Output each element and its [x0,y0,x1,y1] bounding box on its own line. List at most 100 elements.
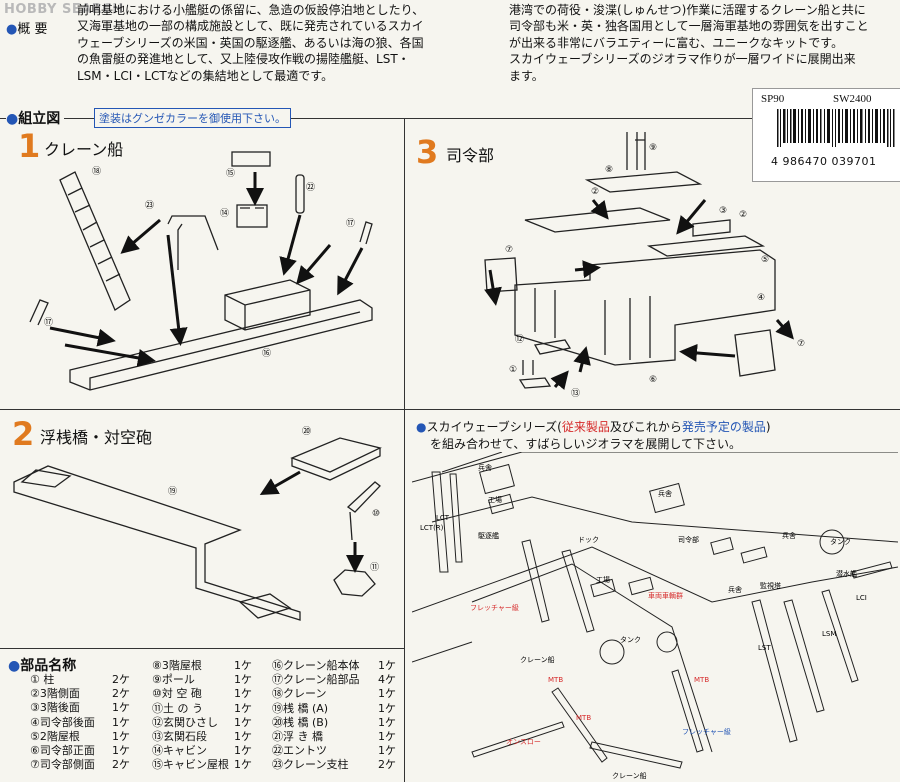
callout-5: ⑤ [761,255,769,265]
divider-parts [0,648,404,649]
hq-diagram: ⑧ ⑨ ② ③ ② ⑤ ⑦ ④ ⑦ ⑫ ⑥ ① ⑬ [484,132,805,399]
overview-right-text: 港湾での荷役・浚渫(しゅんせつ)作業に活躍するクレーン船と共に 司令部も米・英・… [509,3,869,83]
overview-left-text: 前哨基地における小艦艇の係留に、急造の仮設停泊地としたり、 又海軍基地の一部の構… [77,3,425,83]
paint-note: 塗装はグンゼカラーを御使用下さい。 [94,108,291,128]
aa-gun [346,481,381,541]
part-name: ⑯クレーン船本体 [272,659,360,672]
map-label-crane-2: クレーン船 [612,771,647,780]
step-3-number: 3 [416,133,439,171]
map-label-mtb-3: MTB [576,714,591,722]
callout-17: ⑰ [346,218,355,229]
divider-middle [0,409,900,410]
parts-row: ㉓クレーン支柱 2ケ [272,758,396,772]
part-qty: 4ケ [378,673,396,687]
map-label-vehicles: 車両車輌群 [648,591,683,600]
map-label-destroyer: 駆逐艦 [478,531,499,540]
callout-22: ㉒ [306,182,315,193]
pier-b-part [290,437,382,473]
part-name: ⑬玄関石段 [152,730,207,744]
callout-15: ⑮ [226,168,235,179]
part-qty: 1ケ [378,730,396,744]
part-name: ⑳桟 橋 (B) [272,715,329,729]
part-name: ⑦司令部側面 [30,758,95,772]
part-name: ⑧3階屋根 [152,659,202,672]
part-qty: 1ケ [234,744,252,758]
callout-17b: ⑰ [44,317,53,328]
part-qty: 1ケ [234,701,252,715]
part-qty: 1ケ [378,715,396,729]
part-name: ⑨ポール [152,673,195,687]
map-shoreline [431,452,898,543]
map-label-barracks-2: 兵舎 [658,489,672,498]
map-label-lci: LCI [856,594,867,602]
callout-8: ⑧ [605,165,613,175]
assembly-heading: ●組立図 [6,108,65,128]
funnel-part [295,174,305,214]
part-name: ⑲桟 橋 (A) [272,701,329,715]
parts-row: ⑲桟 橋 (A)1ケ [272,702,396,716]
part-name: ㉓クレーン支柱 [272,758,349,772]
callout-2: ② [591,187,599,197]
part-qty: 1ケ [112,701,130,715]
diorama-line2: を組み合わせて、すばらしいジオラマを展開して下さい。 [430,437,742,451]
part-name: ②3階側面 [30,687,80,701]
callout-2b: ② [739,210,747,220]
map-label-lsm: LSM [822,630,836,638]
map-label-lst: LST [758,644,771,652]
parts-row: ⑳桟 橋 (B) 1ケ [272,716,396,730]
map-label-mtb-1: MTB [548,676,563,684]
map-label-fletcher-2: フレッチャー級 [682,727,731,736]
hobby-search-watermark: HOBBY SEARCH [4,2,124,17]
part-name: ③3階後面 [30,701,80,715]
callout-18: ⑱ [92,166,101,177]
part-qty: 1ケ [112,744,130,758]
map-label-hq: 司令部 [678,535,699,544]
callout-12: ⑫ [515,334,524,345]
part-qty: 1ケ [234,659,252,672]
parts-row: ⑧3階屋根 1ケ [152,659,252,673]
part-name: ⑰クレーン船部品 [272,673,360,687]
map-label-barracks-3: 兵舎 [782,531,796,540]
part-name: ④司令部後面 [30,715,95,729]
step-3-label: 司令部 [446,146,495,165]
crane-pillar [167,215,219,251]
divider-vertical [404,118,405,782]
map-label-fletcher-1: フレッチャー級 [470,603,519,612]
step-1-number: 1 [18,127,41,165]
map-label-barracks-1: 兵舎 [478,463,492,472]
parts-row: ⑭キャビン 1ケ [152,744,252,758]
overview-heading-text: 概 要 [17,22,48,37]
diorama-text-a: スカイウェーブシリーズ( [426,420,562,434]
part-qty: 1ケ [234,687,252,701]
map-label-tank-2: タンク [620,635,641,644]
diorama-text-c: 及びこれから [609,420,682,434]
third-floor-roof [584,171,703,193]
diorama-text-upcoming: 発売予定の製品 [681,420,766,434]
bullet-icon: ● [6,111,19,127]
part-qty: 2ケ [378,758,396,772]
second-floor-roof [646,235,766,257]
bullet-icon: ● [416,420,427,434]
product-code-box: SP90 SW2400 4 986470 039701 [752,88,900,182]
map-label-onslow: オンスロー [506,738,541,746]
part-name: ⑭キャビン [152,744,207,758]
callout-9: ⑨ [649,143,657,153]
sandbag-part [333,569,376,597]
callout-19: ⑲ [168,486,177,497]
step-2-number: 2 [12,415,35,453]
product-code-2: SW2400 [833,93,872,105]
map-label-factory-1: 工場 [488,495,502,504]
diorama-line1: ●スカイウェーブシリーズ(従来製品及びこれから発売予定の製品) [416,418,771,435]
step-1-label: クレーン船 [44,140,124,159]
assembly-heading-text: 組立図 [18,111,61,127]
part-name: ⑱クレーン [272,687,327,701]
